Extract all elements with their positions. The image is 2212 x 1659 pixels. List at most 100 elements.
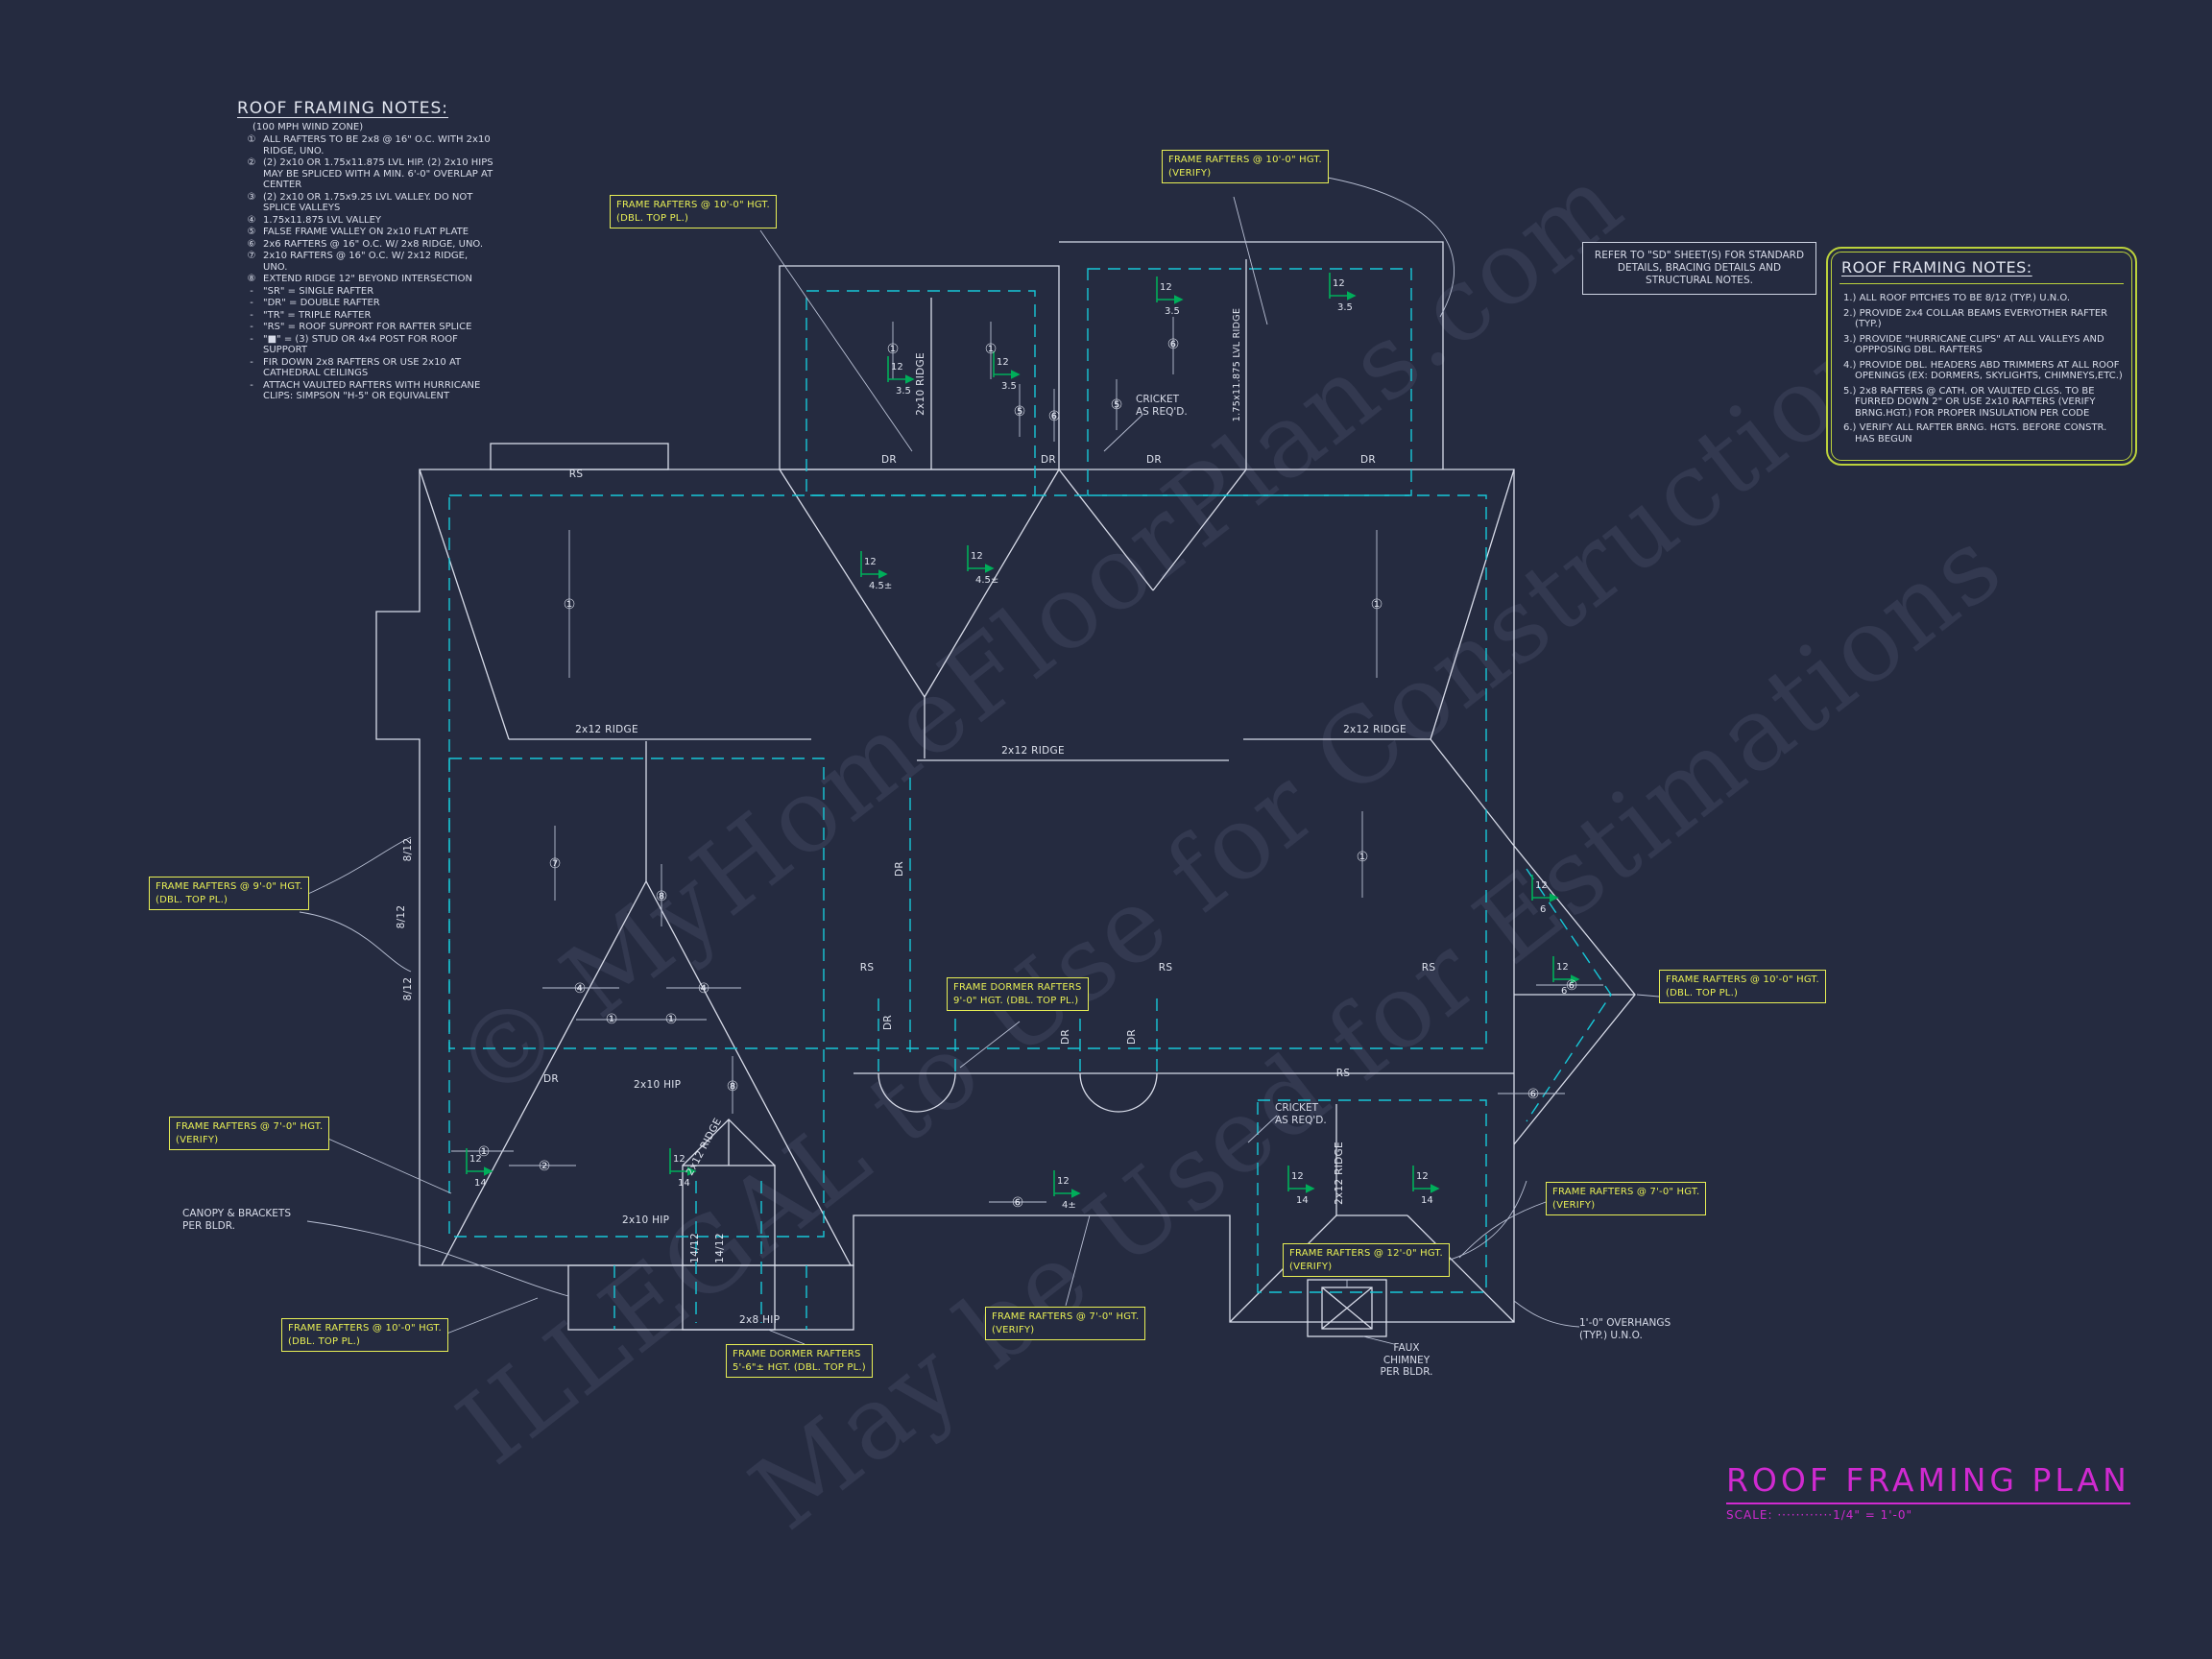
notes-subtitle: (100 MPH WIND ZONE)	[252, 122, 364, 132]
dr-label: DR	[1126, 1029, 1138, 1045]
svg-text:④: ④	[574, 981, 587, 997]
svg-text:④: ④	[698, 981, 710, 997]
svg-text:①: ①	[665, 1012, 678, 1027]
svg-text:①: ①	[985, 342, 998, 357]
note-item: -"■" = (3) STUD OR 4x4 POST FOR ROOF SUP…	[250, 333, 458, 356]
svg-text:12: 12	[469, 1154, 482, 1165]
callout-frame-rafters-9ft-dbl: FRAME RAFTERS @ 9'-0" HGT.(DBL. TOP PL.)	[149, 877, 310, 910]
dr-label: DR	[543, 1073, 559, 1085]
svg-text:14: 14	[678, 1178, 690, 1189]
rs-label: RS	[1159, 962, 1173, 974]
note-item: 6.) VERIFY ALL RAFTER BRNG. HGTS. BEFORE…	[1843, 422, 2107, 445]
callout-frame-rafters-7ft-verify: FRAME RAFTERS @ 7'-0" HGT.(VERIFY)	[1546, 1182, 1707, 1215]
dr-label: DR	[882, 1015, 894, 1030]
notes-title: ROOF FRAMING NOTES:	[1839, 256, 2124, 284]
svg-text:①: ①	[606, 1012, 618, 1027]
note-item: 5.) 2x8 RAFTERS @ CATH. OR VAULTED CLGS.…	[1843, 385, 2096, 419]
note-item: ③(2) 2x10 OR 1.75x9.25 LVL VALLEY. DO NO…	[247, 191, 473, 214]
svg-text:12: 12	[971, 551, 983, 562]
notes-title: ROOF FRAMING NOTES:	[237, 99, 449, 118]
svg-text:①: ①	[564, 597, 576, 613]
note-item: -"SR" = SINGLE RAFTER	[250, 285, 374, 297]
rs-label: RS	[860, 962, 875, 974]
ridge-label: 2x12 RIDGE	[1334, 1142, 1345, 1205]
hip-label: 2x10 HIP	[634, 1079, 681, 1091]
svg-text:⑤: ⑤	[1014, 404, 1026, 420]
svg-text:12: 12	[891, 362, 903, 373]
ridge-label: 2x10 RIDGE	[915, 352, 926, 416]
note-item: -"TR" = TRIPLE RAFTER	[250, 309, 372, 321]
svg-text:⑥: ⑥	[1527, 1087, 1540, 1102]
svg-text:①: ①	[478, 1144, 491, 1160]
ridge-label: 2x12 RIDGE	[1343, 724, 1407, 735]
pitch-label: 8/12	[396, 905, 407, 929]
svg-text:⑦: ⑦	[549, 856, 562, 872]
note-item: ②(2) 2x10 OR 1.75x11.875 LVL HIP. (2) 2x…	[247, 157, 493, 190]
note-item: 3.) PROVIDE "HURRICANE CLIPS" AT ALL VAL…	[1843, 333, 2104, 356]
svg-text:⑧: ⑧	[656, 889, 668, 904]
svg-text:12: 12	[1535, 880, 1548, 891]
svg-text:①: ①	[1357, 850, 1369, 865]
svg-text:12: 12	[1160, 282, 1172, 293]
svg-text:12: 12	[1416, 1171, 1429, 1182]
svg-text:⑤: ⑤	[1111, 397, 1123, 413]
svg-text:4±: 4±	[1062, 1200, 1076, 1211]
roof-outline	[375, 241, 1636, 1337]
note-item: 1.) ALL ROOF PITCHES TO BE 8/12 (TYP.) U…	[1843, 293, 2071, 303]
callout-frame-rafters-12ft-verify: FRAME RAFTERS @ 12'-0" HGT.(VERIFY)	[1283, 1243, 1450, 1277]
svg-text:12: 12	[1057, 1176, 1070, 1187]
svg-text:4.5±: 4.5±	[975, 575, 998, 586]
note-item: -FIR DOWN 2x8 RAFTERS OR USE 2x10 AT CAT…	[250, 356, 462, 379]
sd-sheet-reference-note: REFER TO "SD" SHEET(S) FOR STANDARD DETA…	[1582, 242, 1816, 295]
svg-text:3.5: 3.5	[1165, 306, 1180, 317]
rs-label: RS	[569, 469, 584, 480]
svg-text:⑧: ⑧	[727, 1079, 739, 1094]
svg-text:4.5±: 4.5±	[869, 581, 892, 591]
hip-label: 2x10 HIP	[622, 1214, 669, 1226]
callout-frame-rafters-10ft-verify: FRAME RAFTERS @ 10'-0" HGT.(VERIFY)	[1162, 150, 1329, 183]
dr-label: DR	[1041, 454, 1056, 466]
dr-label: DR	[881, 454, 897, 466]
ridge-label: 1.75x11.875 LVL RIDGE	[1232, 308, 1242, 421]
ridge-and-hip-lines	[419, 259, 1635, 1323]
wall-lines-dashed	[448, 268, 1612, 1330]
dr-label: DR	[894, 861, 905, 877]
roof-framing-notes-right: ROOF FRAMING NOTES: 1.) ALL ROOF PITCHES…	[1826, 247, 2137, 466]
pitch-label: 8/12	[402, 977, 414, 1001]
note-item: 4.) PROVIDE DBL. HEADERS ABD TRIMMERS AT…	[1843, 359, 2123, 382]
note-item: 2.) PROVIDE 2x4 COLLAR BEAMS EVERYOTHER …	[1843, 307, 2108, 330]
svg-text:12: 12	[1333, 278, 1345, 289]
svg-text:12: 12	[673, 1154, 685, 1165]
pitch-label: 14/12	[689, 1233, 701, 1263]
svg-text:14: 14	[474, 1178, 487, 1189]
cricket-note: CRICKET AS REQ'D.	[1136, 394, 1188, 418]
svg-text:12: 12	[1291, 1171, 1304, 1182]
sheet-scale: SCALE: ············1/4" = 1'-0"	[1726, 1508, 1913, 1522]
svg-text:3.5: 3.5	[1001, 381, 1017, 392]
faux-chimney-note: FAUX CHIMNEY PER BLDR.	[1380, 1342, 1433, 1378]
note-item: -"DR" = DOUBLE RAFTER	[250, 298, 380, 308]
callout-frame-rafters-10ft-dbl: FRAME RAFTERS @ 10'-0" HGT.(DBL. TOP PL.…	[610, 195, 777, 228]
pitch-label: 14/12	[714, 1233, 726, 1263]
overhang-note: 1'-0" OVERHANGS (TYP.) U.N.O.	[1579, 1317, 1671, 1341]
svg-text:14: 14	[1421, 1195, 1433, 1206]
svg-text:3.5: 3.5	[896, 386, 911, 397]
cricket-note: CRICKET AS REQ'D.	[1275, 1102, 1327, 1126]
svg-text:①: ①	[887, 342, 900, 357]
hip-label: 2x8 HIP	[739, 1314, 780, 1326]
svg-text:6: 6	[1540, 904, 1546, 915]
svg-text:⑥: ⑥	[1566, 978, 1578, 994]
svg-text:⑥: ⑥	[1048, 409, 1061, 424]
ridge-label: 2x12 RIDGE	[1001, 745, 1065, 757]
leader-lines	[299, 172, 1660, 1345]
svg-text:12: 12	[997, 357, 1009, 368]
rafter-keynotes: ① ① ① ① ① ① ① ① ② ④ ④ ⑤ ⑤ ⑥ ⑥ ⑥ ⑥ ⑥ ⑦ ⑧ …	[478, 337, 1578, 1211]
callout-frame-rafters-10ft-dbl: FRAME RAFTERS @ 10'-0" HGT.(DBL. TOP PL.…	[281, 1318, 448, 1352]
ridge-label: 2x12 RIDGE	[685, 1117, 725, 1178]
